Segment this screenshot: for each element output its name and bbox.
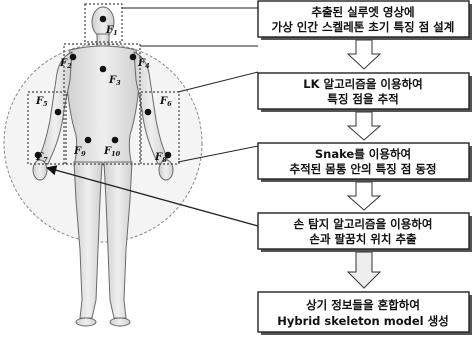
flow-step-1-line-2: 가상 인간 스켈레톤 초기 특징 점 설계 bbox=[272, 20, 455, 34]
feature-point-1-dot bbox=[100, 16, 107, 23]
feature-point-3-dot bbox=[100, 66, 107, 73]
flow-step-3-line-1: Snake를 이용하여 bbox=[315, 147, 411, 161]
flow-step-1-line-1: 추출된 실루엣 영상에 bbox=[311, 5, 414, 19]
figure-left-foot bbox=[76, 318, 96, 326]
feature-point-6-dot bbox=[145, 109, 152, 116]
figure-right-leg bbox=[104, 162, 132, 318]
flow-step-2-line-2: 특징 점을 추적 bbox=[327, 92, 399, 106]
figure-left-leg bbox=[74, 162, 102, 318]
figure-right-foot bbox=[110, 318, 130, 326]
connector-to-step2 bbox=[178, 72, 258, 92]
flow-step-4-line-1: 손 탐지 알고리즘을 이용하여 bbox=[294, 217, 433, 231]
flow-step-2-line-1: LK 알고리즘을 이용하여 bbox=[303, 77, 422, 91]
feature-label-1: F1 bbox=[105, 25, 118, 37]
feature-point-10-dot bbox=[112, 137, 119, 144]
flow-arrow-2-3-icon bbox=[348, 112, 380, 140]
feature-point-9-dot bbox=[85, 137, 92, 144]
flow-step-5-line-1: 상기 정보들을 혼합하여 bbox=[306, 298, 420, 312]
feature-point-5-dot bbox=[55, 109, 62, 116]
flow-arrow-4-5-icon bbox=[348, 252, 380, 288]
feature-point-2-dot bbox=[70, 54, 77, 61]
flow-step-5-line-2: Hybrid skeleton model 생성 bbox=[277, 314, 449, 328]
flow-arrow-1-2-icon bbox=[348, 40, 380, 69]
flow-arrow-3-4-icon bbox=[348, 182, 380, 210]
flow-step-4-line-2: 손과 팔꿈치 위치 추출 bbox=[309, 232, 417, 246]
feature-point-4-dot bbox=[130, 54, 137, 61]
flow-step-3-line-2: 추적된 몸통 안의 특징 점 동정 bbox=[290, 162, 437, 176]
